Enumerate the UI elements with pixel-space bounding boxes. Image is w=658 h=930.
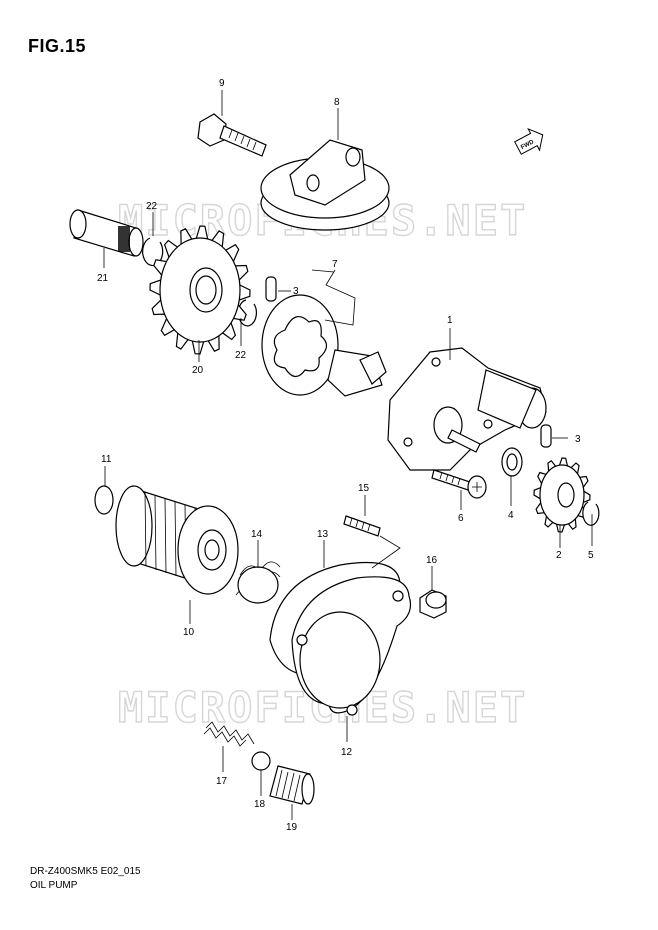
cap-nut-part-16[interactable] xyxy=(419,589,447,619)
callout-15: 15 xyxy=(358,483,370,494)
spring-part-17[interactable] xyxy=(203,721,255,747)
callout-9: 9 xyxy=(219,78,225,89)
filter-cap-part-12[interactable] xyxy=(291,576,412,716)
callout-21: 21 xyxy=(97,273,109,284)
callout-8: 8 xyxy=(334,97,340,108)
circlip-part-22a[interactable] xyxy=(142,237,164,267)
ball-part-18[interactable] xyxy=(251,751,271,771)
callout-3-upper: 3 xyxy=(293,286,299,297)
callout-13: 13 xyxy=(317,529,329,540)
oil-filter-part-10[interactable] xyxy=(115,485,239,595)
callout-7: 7 xyxy=(332,259,338,270)
callout-18: 18 xyxy=(254,799,266,810)
callout-16: 16 xyxy=(426,555,438,566)
dowel-pin-part-3b[interactable] xyxy=(540,424,552,448)
bolt-part[interactable] xyxy=(197,113,267,157)
callout-17: 17 xyxy=(216,776,228,787)
washer-part-4[interactable] xyxy=(501,447,523,477)
circlip-part-5[interactable] xyxy=(582,501,600,526)
diagram-code: DR-Z400SMK5 E02_015 xyxy=(30,866,141,877)
callout-12: 12 xyxy=(341,747,353,758)
callout-4: 4 xyxy=(508,510,514,521)
spring-part-14[interactable] xyxy=(235,561,281,604)
gear-part-20[interactable] xyxy=(149,225,251,355)
callout-11: 11 xyxy=(101,454,112,465)
pin-part-21[interactable] xyxy=(69,209,144,257)
callout-22-upper: 22 xyxy=(146,201,158,212)
fwd-arrow-icon: FWD xyxy=(514,127,544,155)
callout-20: 20 xyxy=(192,365,204,376)
gear-part-2[interactable] xyxy=(533,457,591,533)
screw-part-6[interactable] xyxy=(431,469,487,499)
stud-part-15[interactable] xyxy=(343,515,381,537)
o-ring-part-11[interactable] xyxy=(94,485,114,515)
callout-14: 14 xyxy=(251,529,263,540)
callout-22-lower: 22 xyxy=(235,350,247,361)
callout-5: 5 xyxy=(588,550,594,561)
callout-2: 2 xyxy=(556,550,562,561)
dowel-pin-part-3a[interactable] xyxy=(265,276,277,302)
rotor-set-part-7[interactable] xyxy=(261,294,387,397)
callout-10: 10 xyxy=(183,627,195,638)
relief-valve-part-19[interactable] xyxy=(269,765,315,805)
pump-body-part-1[interactable] xyxy=(387,347,547,471)
pump-cover-part[interactable] xyxy=(260,139,390,231)
callout-19: 19 xyxy=(286,822,298,833)
figure-label: FIG.15 xyxy=(28,36,87,56)
leader-lines xyxy=(103,90,593,820)
callout-1: 1 xyxy=(447,315,453,326)
diagram-name: OIL PUMP xyxy=(30,880,78,891)
callout-3-lower: 3 xyxy=(575,434,581,445)
callout-6: 6 xyxy=(458,513,464,524)
